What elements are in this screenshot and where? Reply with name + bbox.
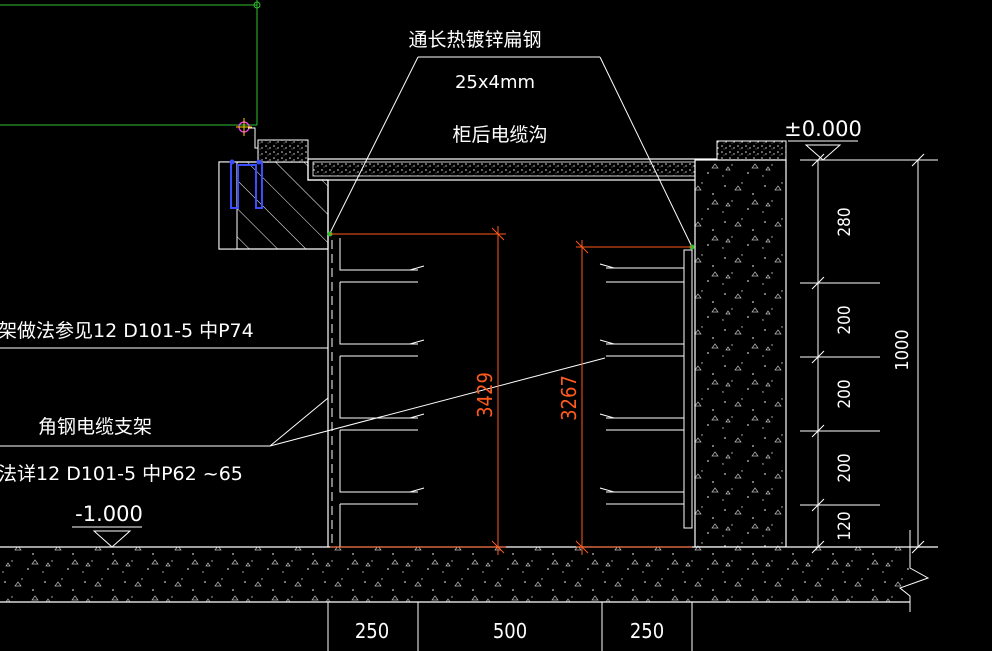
- right-height-dimension: 3267: [557, 375, 581, 421]
- cabinet-outline: [0, 0, 261, 126]
- dim-segment-5: 120: [835, 511, 855, 540]
- bottom-dimension-chain: [327, 602, 693, 651]
- trench-bottom-slab: [0, 530, 938, 612]
- trench-name: 柜后电缆沟: [452, 124, 547, 146]
- flat-steel-leader: [327, 56, 695, 250]
- red-dimensions: [330, 226, 692, 555]
- bottom-width-3: 250: [630, 619, 664, 643]
- trench-cover-plate: [307, 158, 718, 181]
- left-cable-brackets: [339, 238, 425, 547]
- right-cable-brackets: [599, 249, 693, 529]
- bottom-elevation-label: -1.000: [75, 502, 143, 526]
- elevation-marker-top: [788, 140, 858, 161]
- angle-bracket-label: 角钢电缆支架: [38, 416, 152, 438]
- dim-segment-3: 200: [835, 379, 855, 408]
- elevation-marker-bottom: [72, 526, 142, 548]
- right-dimension-chain: [800, 153, 938, 554]
- bracket-method-note: 架做法参见12 D101-5 中P74: [0, 320, 254, 342]
- bottom-width-1: 250: [355, 619, 389, 643]
- left-foundation-block: [218, 139, 329, 250]
- dim-total: 1000: [892, 329, 913, 370]
- right-wall-cap: [716, 140, 787, 161]
- top-elevation-label: ±0.000: [784, 117, 862, 141]
- dim-segment-4: 200: [835, 453, 855, 482]
- dim-segment-1: 280: [835, 207, 855, 236]
- left-height-dimension: 3429: [473, 372, 497, 418]
- detail-reference-note: 法详12 D101-5 中P62 ~65: [0, 463, 243, 485]
- right-trench-wall: [694, 141, 787, 600]
- flat-steel-title: 通长热镀锌扁钢: [408, 29, 541, 51]
- angle-bracket-leader: [0, 347, 606, 447]
- bottom-width-2: 500: [493, 619, 527, 643]
- flat-steel-size: 25x4mm: [455, 72, 535, 93]
- dim-segment-2: 200: [835, 305, 855, 334]
- left-trench-wall: [327, 180, 333, 547]
